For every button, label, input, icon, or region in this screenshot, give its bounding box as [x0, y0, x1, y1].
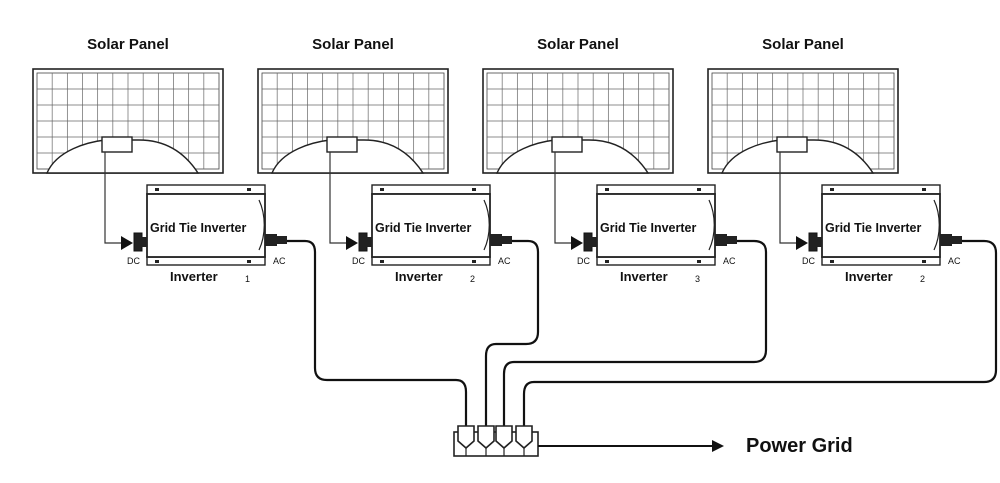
inverter-number: 1	[245, 274, 251, 284]
dc-wire	[779, 152, 796, 244]
ac-cable	[522, 239, 998, 428]
solar-panel-title: Solar Panel	[762, 36, 844, 53]
dc-label: DC	[577, 256, 590, 266]
solar-panel-3	[482, 68, 674, 174]
solar-panel-title: Solar Panel	[87, 36, 169, 53]
inverter-box-label: Grid Tie Inverter	[150, 221, 247, 235]
inverter-box-label: Grid Tie Inverter	[375, 221, 472, 235]
ac-label: AC	[498, 256, 511, 266]
solar-panel-title: Solar Panel	[537, 36, 619, 53]
dc-label: DC	[127, 256, 140, 266]
combiner-box	[453, 425, 539, 457]
ac-label: AC	[948, 256, 961, 266]
inverter-4	[796, 184, 962, 266]
power-grid-label: Power Grid	[746, 435, 853, 457]
inverter-name: Inverter	[170, 269, 218, 284]
ac-label: AC	[273, 256, 286, 266]
ac-cable	[502, 239, 768, 428]
inverter-name: Inverter	[620, 269, 668, 284]
inverter-1	[121, 184, 287, 266]
dc-label: DC	[352, 256, 365, 266]
ac-cable	[287, 239, 468, 428]
solar-panel-title: Solar Panel	[312, 36, 394, 53]
inverter-name: Inverter	[845, 269, 893, 284]
inverter-number: 3	[695, 274, 701, 284]
inverter-box-label: Grid Tie Inverter	[825, 221, 922, 235]
inverter-name: Inverter	[395, 269, 443, 284]
inverter-number: 2	[920, 274, 926, 284]
dc-wire	[104, 152, 121, 244]
inverter-3	[571, 184, 737, 266]
dc-wire	[554, 152, 571, 244]
inverter-number: 2	[470, 274, 476, 284]
inverter-box-label: Grid Tie Inverter	[600, 221, 697, 235]
arrow-right-icon	[712, 440, 724, 452]
solar-panel-4	[707, 68, 899, 174]
inverter-2	[346, 184, 512, 266]
solar-panel-2	[257, 68, 449, 174]
dc-wire	[329, 152, 346, 244]
ac-cable	[484, 239, 540, 428]
ac-label: AC	[723, 256, 736, 266]
solar-panel-1	[32, 68, 224, 174]
dc-label: DC	[802, 256, 815, 266]
